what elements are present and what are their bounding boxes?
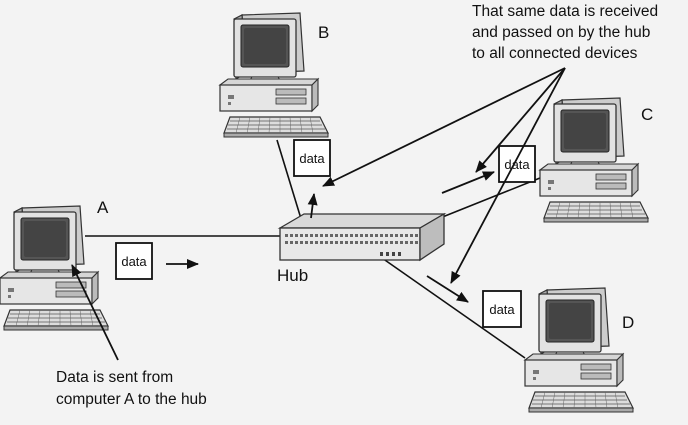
hub-port <box>305 234 308 237</box>
hub-port <box>360 234 363 237</box>
callout-arrow-b <box>322 67 566 187</box>
cable-b <box>276 139 303 223</box>
hub-port <box>325 241 328 244</box>
hub-port <box>355 241 358 244</box>
hub-port <box>385 234 388 237</box>
cable-d <box>381 257 526 359</box>
caption-bottom: Data is sent from computer A to the hub <box>56 369 207 408</box>
hub-port <box>310 234 313 237</box>
hub-port <box>385 241 388 244</box>
packet-d-label: data <box>489 302 515 317</box>
hub-port <box>310 241 313 244</box>
hub-port <box>365 234 368 237</box>
arrow-hub-to-b <box>307 193 318 219</box>
label-c: C <box>641 105 653 124</box>
hub-port <box>380 241 383 244</box>
caption-top-line-2: and passed on by the hub <box>472 24 650 41</box>
hub-port <box>340 241 343 244</box>
hub-port <box>390 234 393 237</box>
hub-port <box>380 234 383 237</box>
hub-port <box>345 234 348 237</box>
packet-a: data <box>115 242 153 280</box>
hub-port <box>335 241 338 244</box>
hub-port <box>335 234 338 237</box>
hub-port <box>295 241 298 244</box>
hub-port <box>375 241 378 244</box>
hub-port <box>405 241 408 244</box>
hub-port <box>305 241 308 244</box>
hub-port <box>410 234 413 237</box>
hub-port <box>375 234 378 237</box>
computer-a-icon <box>0 205 109 331</box>
packet-b-label: data <box>299 151 325 166</box>
hub-port <box>395 234 398 237</box>
hub-port <box>290 241 293 244</box>
hub-port <box>340 234 343 237</box>
hub-port <box>330 241 333 244</box>
hub-port <box>300 241 303 244</box>
hub-port <box>350 241 353 244</box>
hub-port <box>300 234 303 237</box>
packet-b: data <box>293 139 331 177</box>
caption-top: That same data is received and passed on… <box>472 3 658 62</box>
hub-port <box>320 234 323 237</box>
hub-port <box>360 241 363 244</box>
hub-port <box>365 241 368 244</box>
hub-port <box>285 234 288 237</box>
hub-port <box>345 241 348 244</box>
label-a: A <box>97 198 109 217</box>
callout-arrow-c <box>475 67 566 173</box>
hub-port <box>315 234 318 237</box>
caption-bottom-line-1: Data is sent from <box>56 369 173 386</box>
packet-c: data <box>498 145 536 183</box>
hub-port <box>290 234 293 237</box>
computer-c-icon <box>539 97 649 223</box>
arrow-hub-to-c <box>441 171 495 194</box>
hub-port <box>415 241 418 244</box>
hub-port <box>390 241 393 244</box>
packet-d: data <box>482 290 522 328</box>
hub-port <box>355 234 358 237</box>
callout-arrow-a <box>71 264 119 361</box>
arrows <box>71 67 566 361</box>
network-cables <box>85 139 546 359</box>
caption-bottom-line-2: computer A to the hub <box>56 391 207 408</box>
cable-c <box>429 175 546 223</box>
hub-port <box>295 234 298 237</box>
hub-port <box>285 241 288 244</box>
label-b: B <box>318 23 329 42</box>
computer-b-icon <box>219 12 329 138</box>
hub-port <box>395 241 398 244</box>
caption-top-line-1: That same data is received <box>472 3 658 20</box>
hub-icon <box>277 212 447 262</box>
arrow-hub-to-d <box>426 275 469 303</box>
hub-port <box>400 241 403 244</box>
callout-arrow-d <box>450 67 566 284</box>
hub-port <box>325 234 328 237</box>
hub-port <box>370 234 373 237</box>
hub-port <box>410 241 413 244</box>
caption-top-line-3: to all connected devices <box>472 45 638 62</box>
packet-a-label: data <box>121 254 147 269</box>
hub-port <box>315 241 318 244</box>
hub-port <box>405 234 408 237</box>
hub-port <box>400 234 403 237</box>
hub-port <box>350 234 353 237</box>
computer-d-icon <box>524 287 634 413</box>
hub-port <box>320 241 323 244</box>
hub-port <box>370 241 373 244</box>
label-hub: Hub <box>277 266 308 285</box>
hub-port <box>415 234 418 237</box>
label-d: D <box>622 313 634 332</box>
hub-port <box>330 234 333 237</box>
